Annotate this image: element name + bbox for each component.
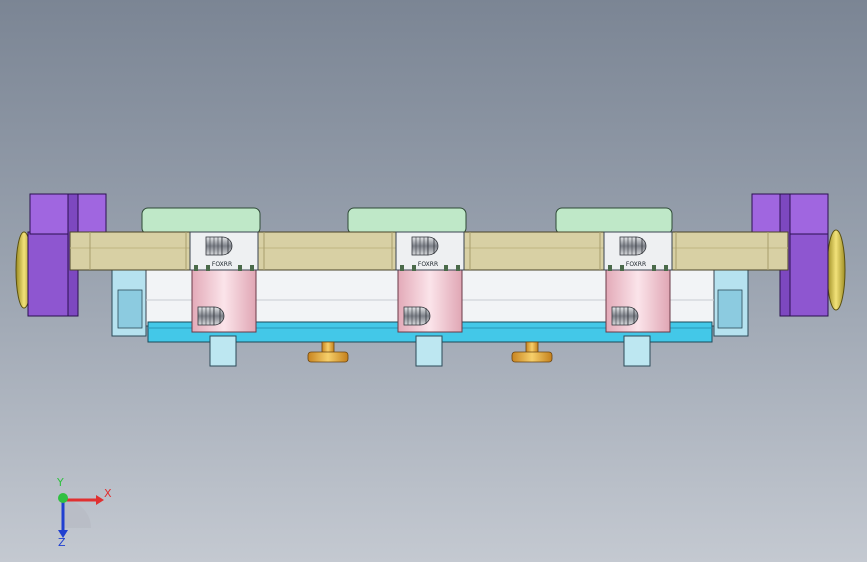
clamp-unit[interactable]: FOXRR xyxy=(603,231,673,333)
clamp-label: FOXRR xyxy=(418,261,438,268)
coordinate-triad: X Y Z xyxy=(48,476,118,550)
triad-graphic xyxy=(58,493,104,538)
clamp-cylinder[interactable] xyxy=(191,261,257,333)
clamp-unit[interactable]: FOXRR xyxy=(395,231,465,333)
z-axis-label: Z xyxy=(58,536,66,549)
side-blocks[interactable] xyxy=(111,269,749,337)
right-end-cap[interactable] xyxy=(826,229,846,311)
clamp-label: FOXRR xyxy=(212,261,232,268)
clamp-unit[interactable]: FOXRR xyxy=(189,231,259,333)
top-blocks[interactable] xyxy=(141,207,673,235)
feet[interactable] xyxy=(209,335,651,367)
support-pads[interactable] xyxy=(307,341,553,363)
y-axis-label: Y xyxy=(57,476,64,489)
x-axis-label: X xyxy=(104,487,112,500)
y-axis-marker xyxy=(58,493,68,503)
clamp-label: FOXRR xyxy=(626,261,646,268)
